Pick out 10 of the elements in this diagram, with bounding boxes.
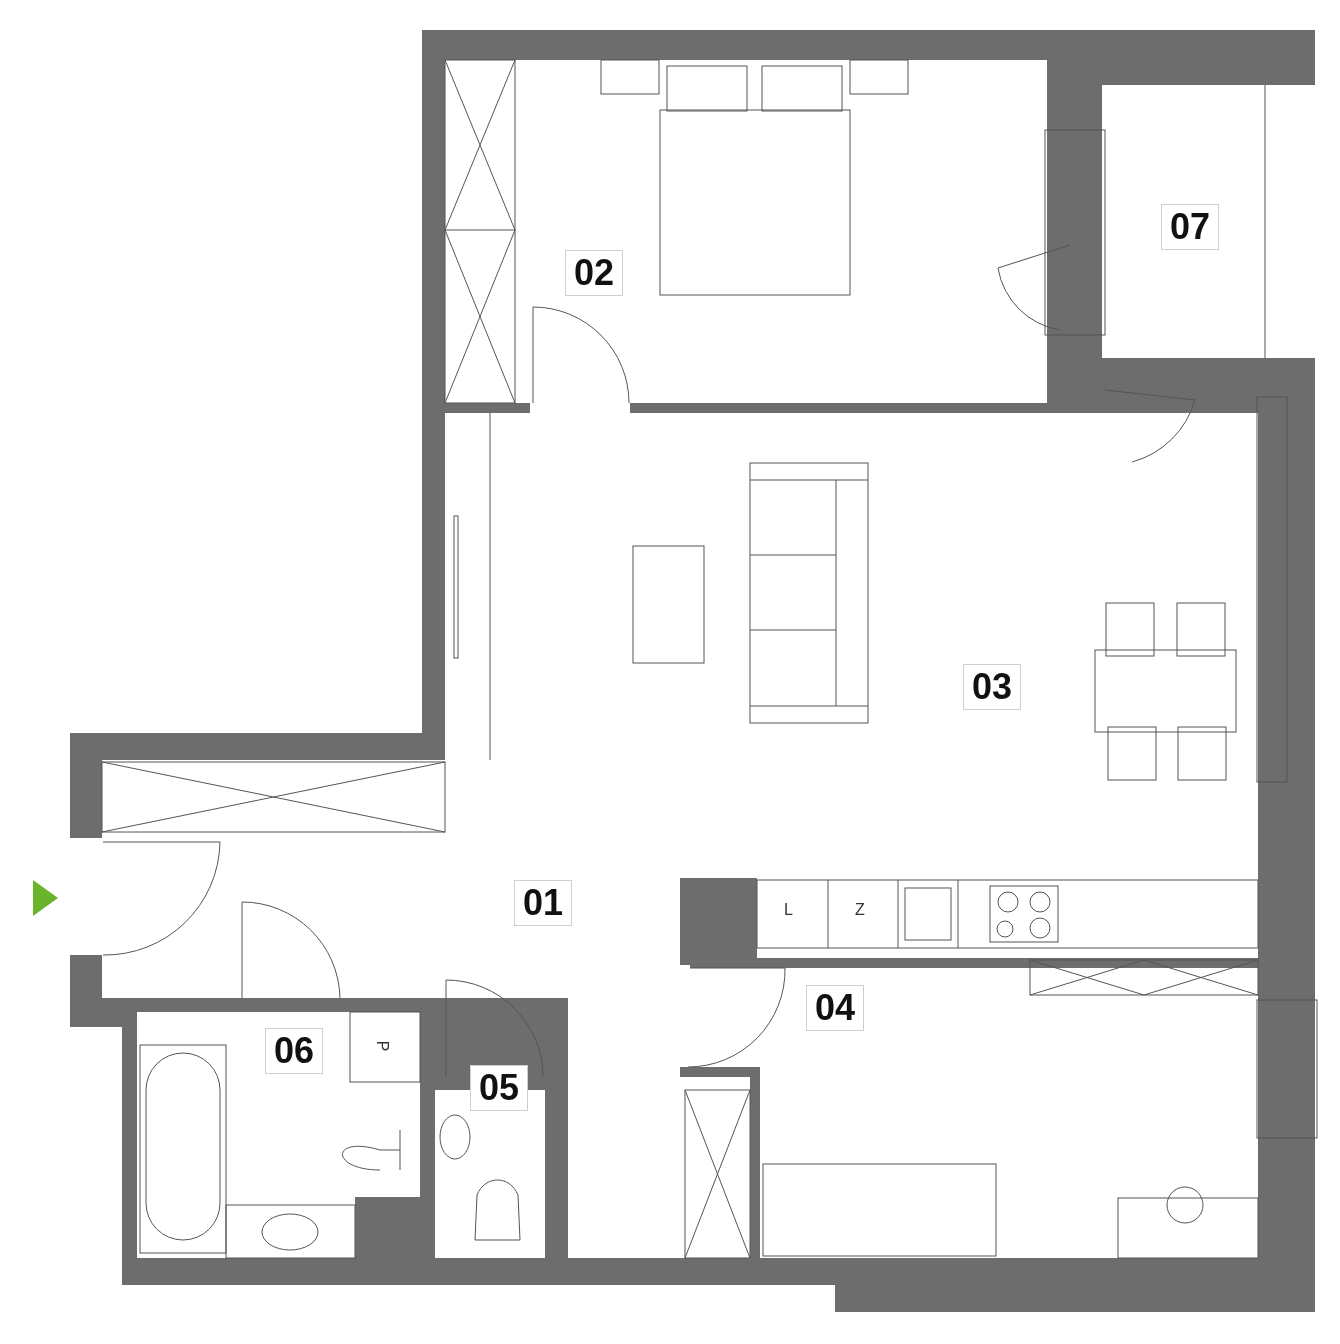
room-number-box: 06 [265, 1028, 323, 1074]
cabinet-letter: P [374, 1040, 391, 1052]
room-number-box: 02 [565, 250, 623, 296]
room-number-box: 04 [806, 985, 864, 1031]
room-number-box: 01 [514, 880, 572, 926]
room-number-box: 03 [963, 664, 1021, 710]
room-number-box: 07 [1161, 204, 1219, 250]
cabinet-letter: L [784, 902, 793, 918]
cabinet-letter: Z [855, 902, 865, 918]
room-number-box: 05 [470, 1065, 528, 1111]
